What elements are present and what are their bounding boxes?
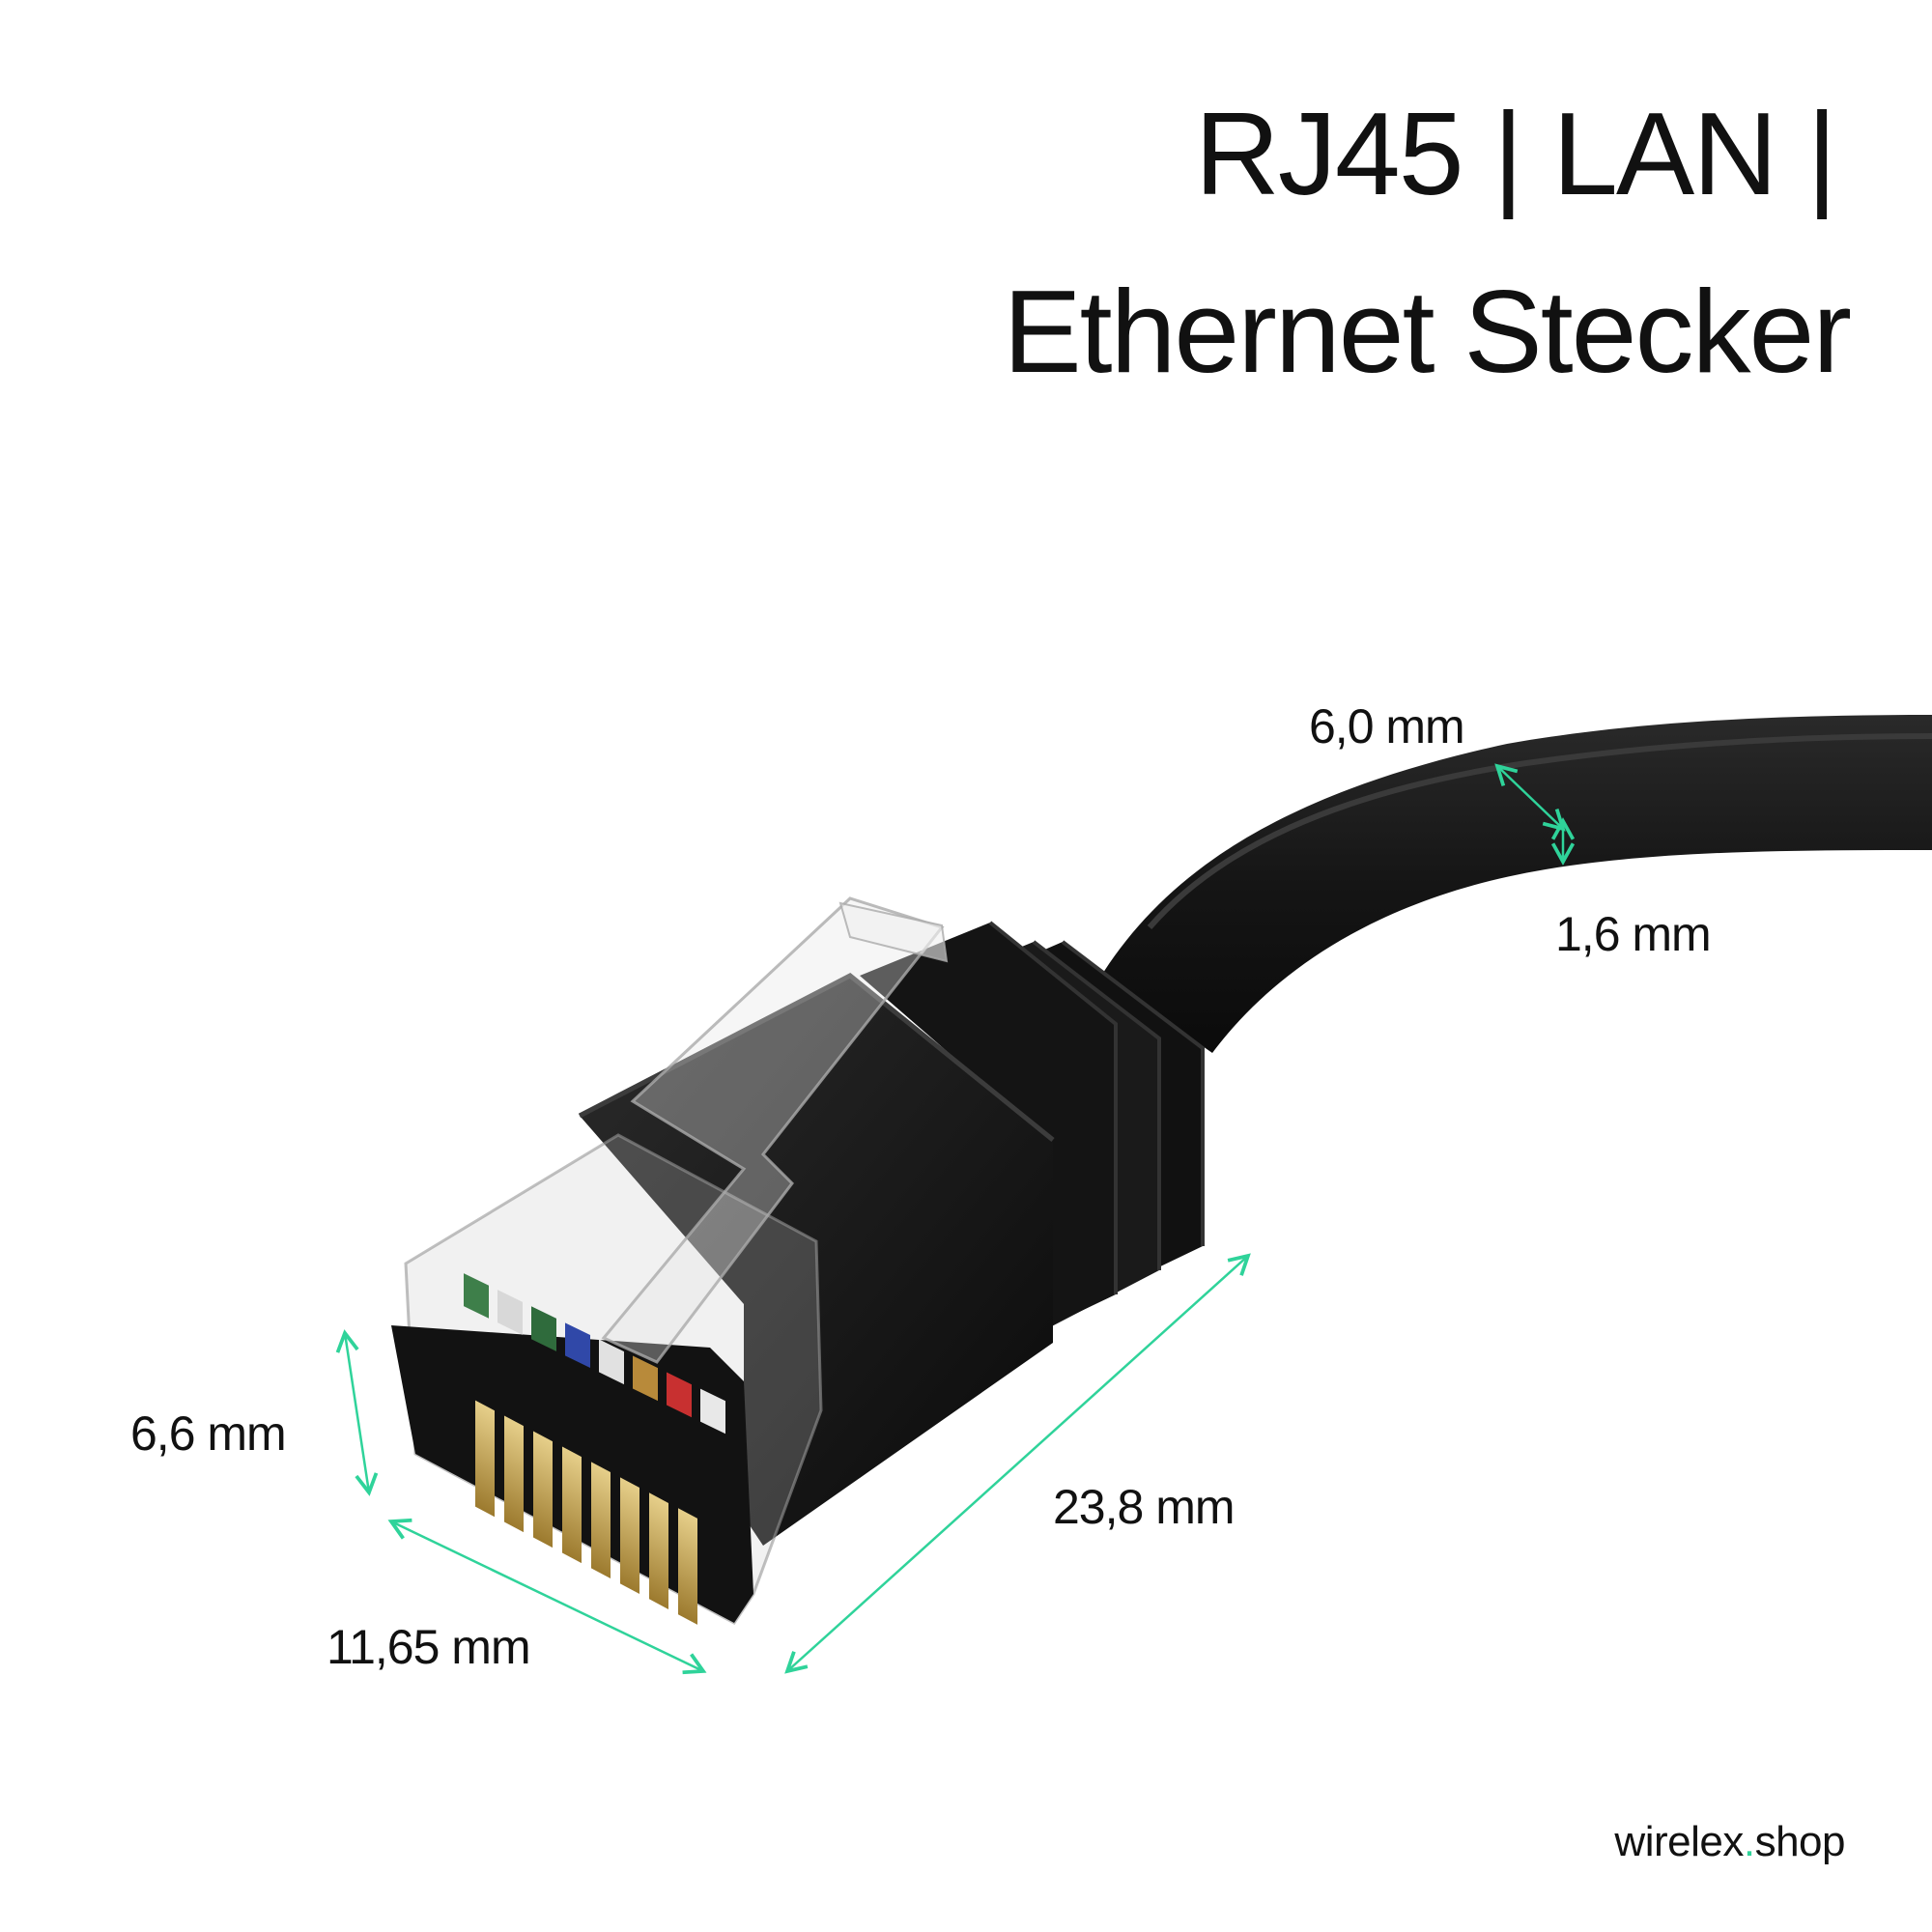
brand-url: wirelex.shop — [1614, 1821, 1845, 1863]
cable-highlight — [1147, 733, 1932, 929]
dim-cable-thickness: 1,6 mm — [1555, 907, 1712, 961]
arrow-plug-length — [784, 1253, 1251, 1674]
dim-plug-length: 23,8 mm — [1053, 1480, 1236, 1534]
dim-plug-width: 11,65 mm — [327, 1620, 531, 1674]
brand-dot: . — [1743, 1818, 1755, 1865]
arrow-plug-height — [335, 1329, 379, 1496]
dim-cable-width: 6,0 mm — [1309, 699, 1465, 753]
arrow-plug-width — [387, 1518, 707, 1675]
title-line-2: Ethernet Stecker — [1003, 266, 1852, 397]
flat-cable — [1101, 715, 1932, 1053]
dimension-arrows — [335, 763, 1576, 1675]
brand-tld: shop — [1754, 1818, 1846, 1865]
title-line-1: RJ45 | LAN | — [1194, 88, 1837, 219]
brand-name: wirelex — [1614, 1818, 1744, 1865]
dim-plug-height: 6,6 mm — [130, 1406, 287, 1461]
wire-ends — [464, 1273, 725, 1435]
latch-tab — [838, 901, 949, 963]
latch-clip — [601, 896, 945, 1364]
housing-top-edge — [578, 973, 1055, 1142]
